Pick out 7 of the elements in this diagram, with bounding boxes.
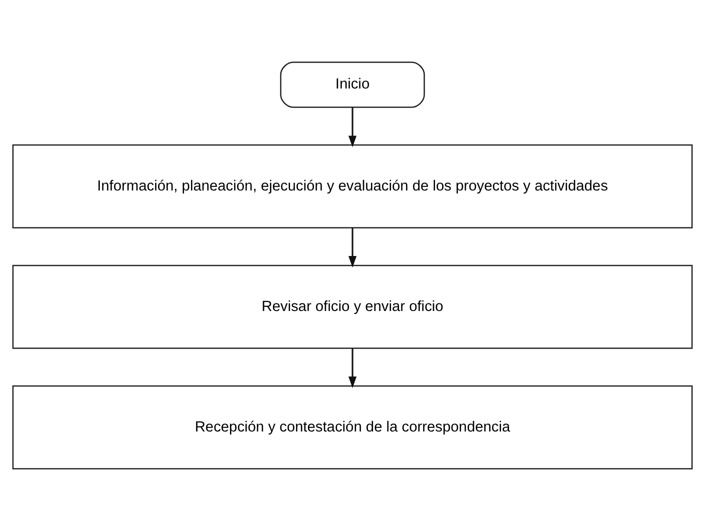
node-box: Recepción y contestación de la correspondencia [12,385,693,470]
node-box: Información, planeación, ejecución y evaluación de los proyectos y actividades [12,144,693,228]
arrow [348,107,357,148]
node-box: Revisar oficio y enviar oficio [12,264,693,349]
node-box: Inicio [280,62,425,108]
arrow [348,348,357,388]
arrow [348,228,357,268]
